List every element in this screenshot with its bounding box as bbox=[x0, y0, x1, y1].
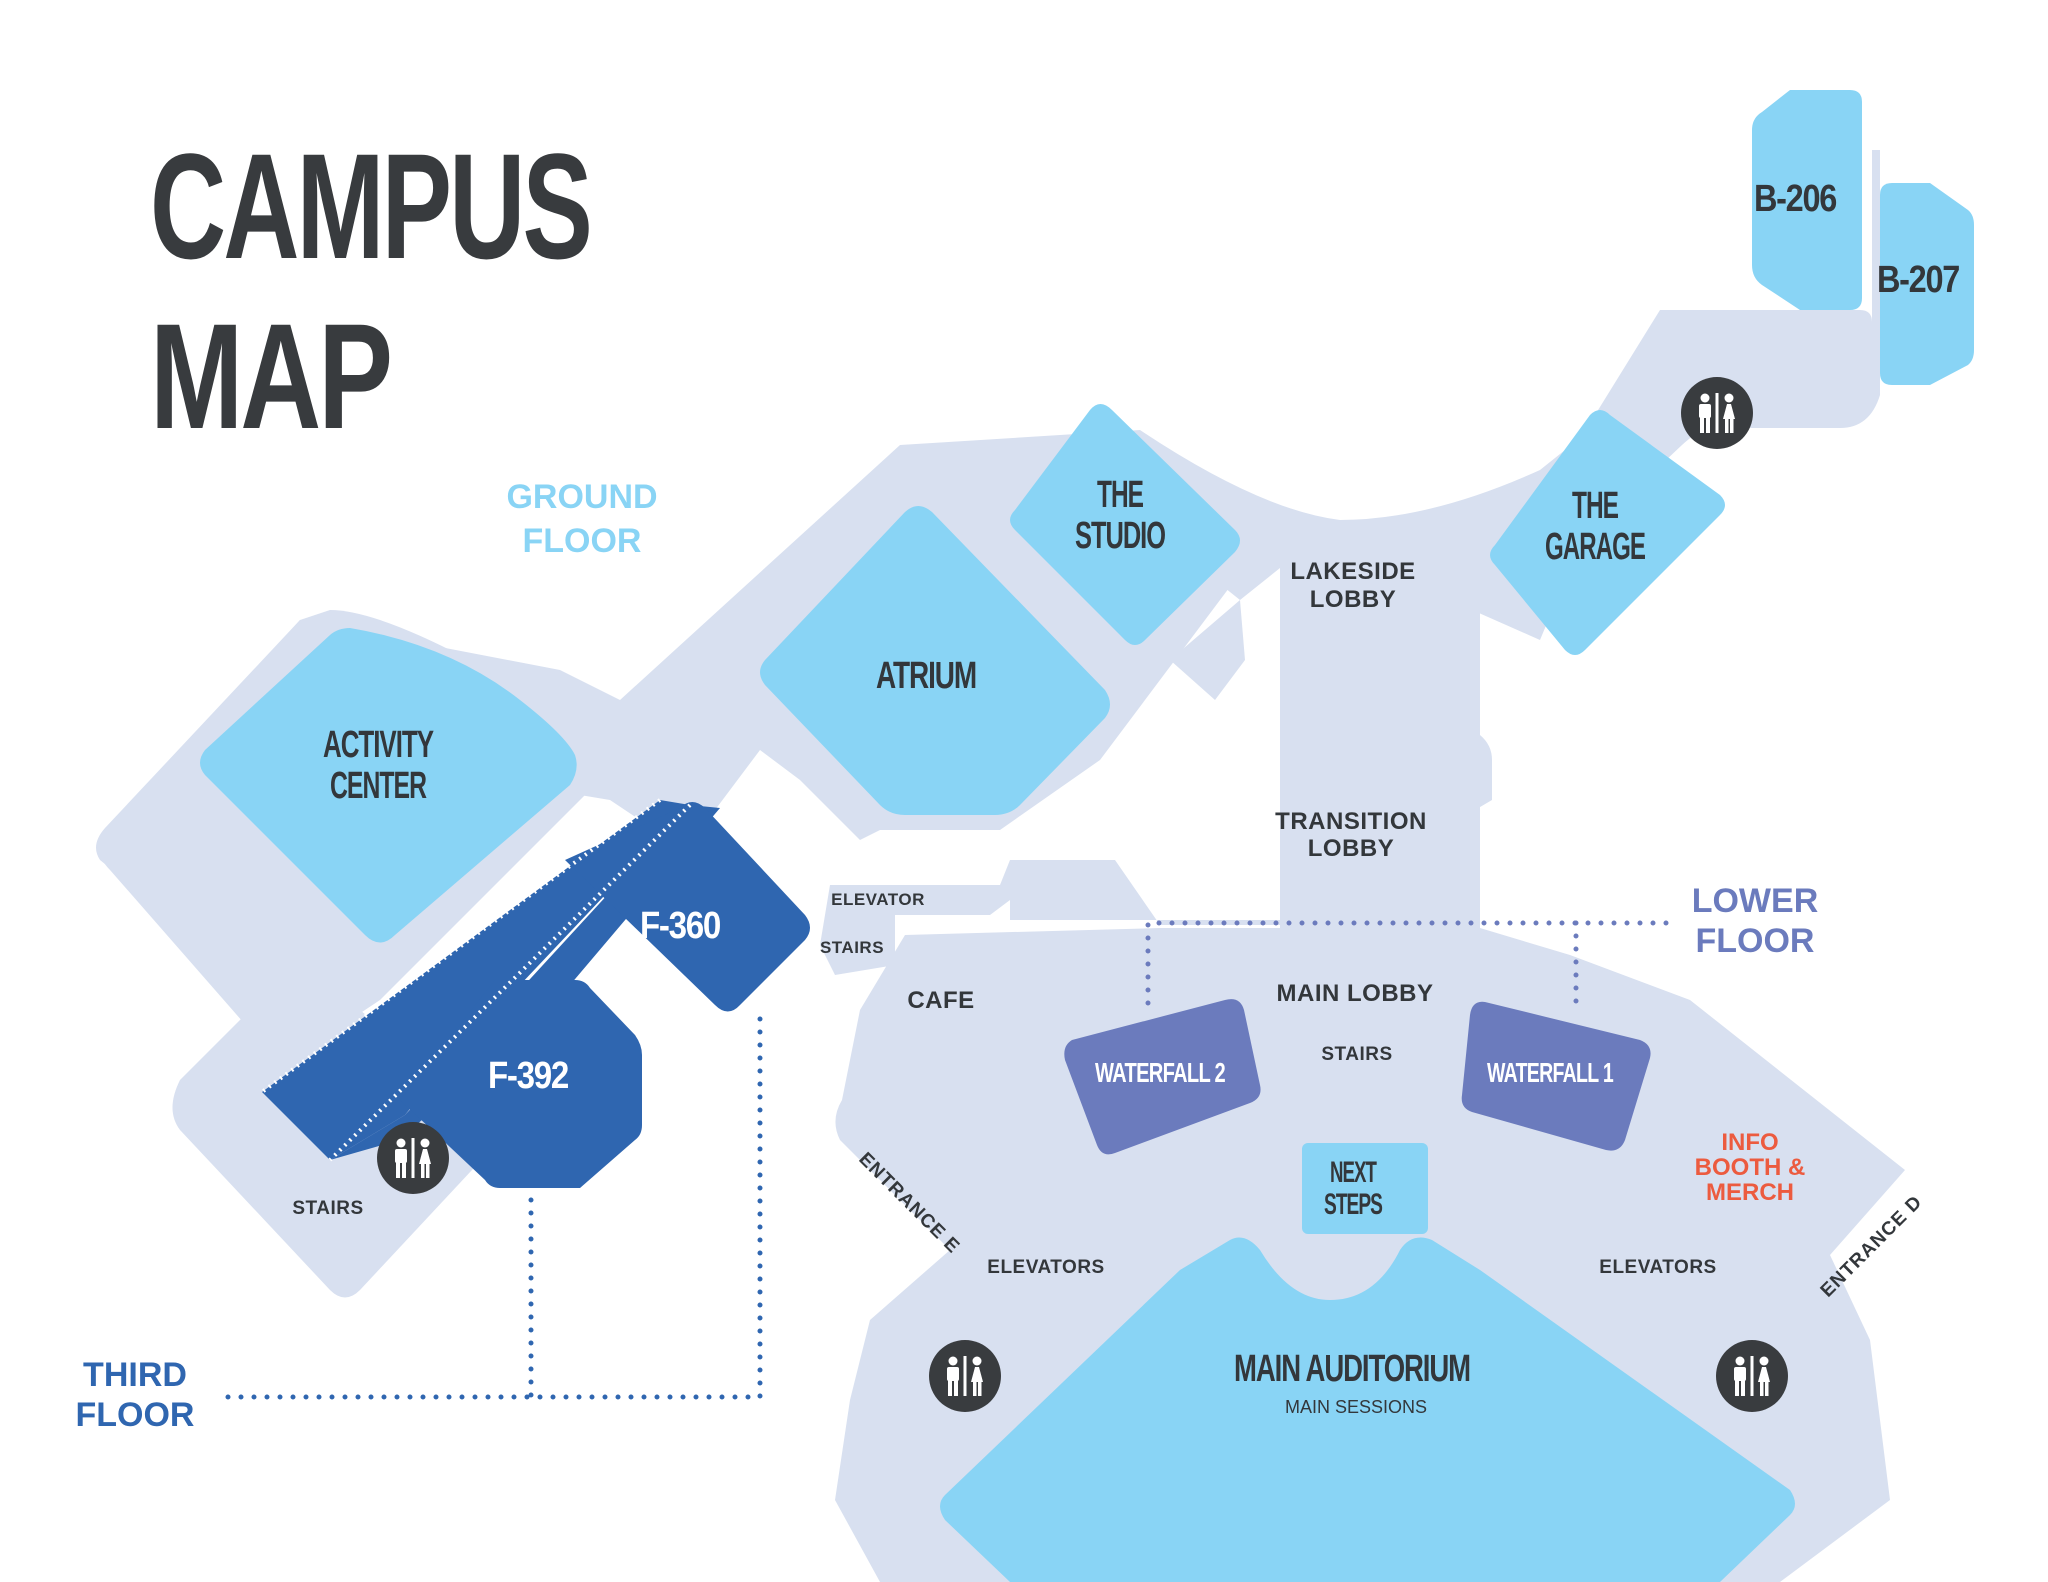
floor-label-lower-2: FLOOR bbox=[1696, 922, 1815, 960]
floor-label-third-1: THIRD bbox=[83, 1356, 187, 1394]
lower-floor-connector bbox=[1145, 920, 1675, 1006]
page-title-line1: CAMPUS bbox=[150, 122, 590, 290]
label-stairs-third: STAIRS bbox=[292, 1198, 363, 1219]
label-activity-center-2: CENTER bbox=[330, 765, 427, 807]
restroom-icon bbox=[1716, 1340, 1788, 1412]
label-b207: B-207 bbox=[1877, 259, 1959, 301]
label-stairs-connector: STAIRS bbox=[820, 938, 884, 957]
third-floor-rooms bbox=[260, 798, 810, 1188]
label-elevator: ELEVATOR bbox=[831, 890, 925, 909]
room-the-garage[interactable] bbox=[1490, 410, 1725, 655]
room-b206[interactable] bbox=[1752, 90, 1862, 310]
label-main-auditorium: MAIN AUDITORIUM bbox=[1234, 1348, 1470, 1390]
hallway-transition-lower bbox=[1010, 860, 1480, 925]
label-garage-1: THE bbox=[1572, 485, 1618, 527]
room-atrium[interactable] bbox=[760, 506, 1110, 815]
hallway-elevator-connector bbox=[820, 860, 1010, 975]
label-atrium: ATRIUM bbox=[876, 655, 976, 697]
label-main-sessions: MAIN SESSIONS bbox=[1285, 1397, 1427, 1417]
label-waterfall-2: WATERFALL 2 bbox=[1095, 1057, 1225, 1088]
third-floor-connector bbox=[225, 1015, 763, 1400]
hallway-transition-spine bbox=[1280, 560, 1480, 930]
label-info-booth-3: MERCH bbox=[1706, 1179, 1794, 1206]
third-floor-walkway bbox=[262, 800, 690, 1160]
label-elevators-right: ELEVATORS bbox=[1599, 1257, 1716, 1278]
room-the-studio[interactable] bbox=[1010, 404, 1240, 645]
label-cafe: CAFE bbox=[907, 987, 974, 1014]
ground-floor-rooms bbox=[200, 90, 1974, 1582]
page-title-line2: MAP bbox=[150, 292, 390, 460]
walkway-edge-outer bbox=[260, 798, 662, 1094]
room-waterfall-2[interactable] bbox=[1064, 999, 1261, 1155]
label-stairs-lobby: STAIRS bbox=[1321, 1044, 1392, 1065]
label-f392: F-392 bbox=[488, 1055, 568, 1097]
label-info-booth-1: INFO bbox=[1721, 1129, 1778, 1156]
label-studio-2: STUDIO bbox=[1075, 515, 1165, 557]
restroom-icon bbox=[377, 1122, 449, 1194]
floor-label-ground-1: GROUND bbox=[506, 478, 657, 516]
label-elevators-left: ELEVATORS bbox=[987, 1257, 1104, 1278]
label-lakeside-lobby-1: LAKESIDE bbox=[1290, 558, 1415, 585]
label-waterfall-1: WATERFALL 1 bbox=[1487, 1057, 1613, 1088]
label-activity-center-1: ACTIVITY bbox=[323, 724, 434, 766]
label-garage-2: GARAGE bbox=[1545, 526, 1645, 568]
label-next-steps-1: NEXT bbox=[1330, 1156, 1377, 1189]
room-next-steps[interactable] bbox=[1302, 1143, 1428, 1234]
floor-label-third-2: FLOOR bbox=[76, 1396, 195, 1434]
label-studio-1: THE bbox=[1097, 474, 1143, 516]
label-f360: F-360 bbox=[640, 905, 720, 947]
restroom-icon bbox=[929, 1340, 1001, 1412]
floor-label-ground-2: FLOOR bbox=[523, 522, 642, 560]
room-waterfall-1[interactable] bbox=[1461, 1001, 1651, 1151]
label-next-steps-2: STEPS bbox=[1324, 1188, 1382, 1221]
lower-floor-rooms bbox=[1064, 999, 1651, 1155]
room-activity-center[interactable] bbox=[200, 628, 577, 943]
room-f360[interactable] bbox=[565, 802, 810, 1012]
label-lakeside-lobby-2: LOBBY bbox=[1310, 586, 1397, 613]
label-main-lobby: MAIN LOBBY bbox=[1277, 980, 1434, 1007]
room-main-auditorium[interactable] bbox=[940, 1237, 1795, 1582]
label-b206: B-206 bbox=[1754, 178, 1836, 220]
walkway-edge-inner bbox=[328, 803, 692, 1162]
room-b207[interactable] bbox=[1880, 183, 1974, 385]
label-transition-lobby-1: TRANSITION bbox=[1275, 808, 1427, 835]
label-transition-lobby-2: LOBBY bbox=[1308, 835, 1395, 862]
restroom-icon bbox=[1681, 377, 1753, 449]
label-info-booth-2: BOOTH & bbox=[1695, 1154, 1806, 1181]
floor-label-lower-1: LOWER bbox=[1692, 882, 1819, 920]
floor-connectors bbox=[225, 920, 1675, 1400]
